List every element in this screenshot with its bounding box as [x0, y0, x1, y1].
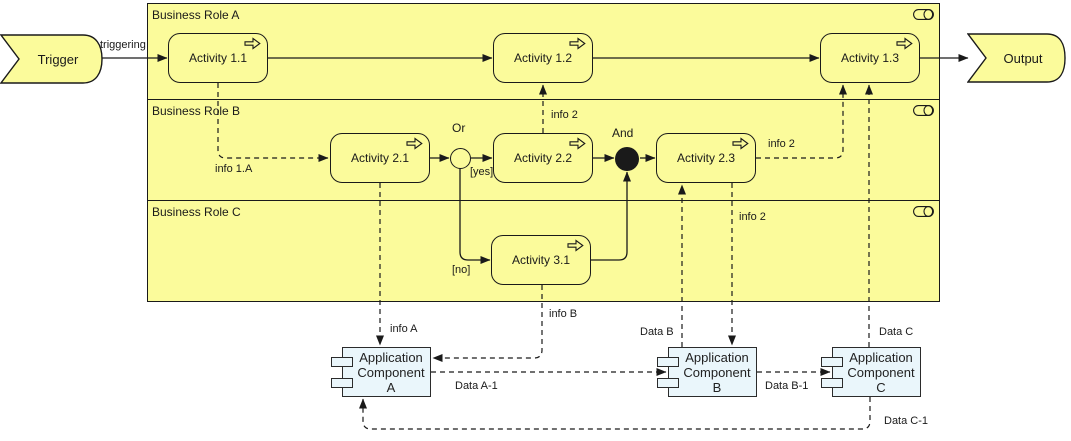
activity-label: Activity 2.3	[676, 151, 736, 165]
activity-label: Activity 1.3	[840, 51, 900, 65]
edge-label-data-c: Data C	[879, 326, 914, 338]
process-arrow-icon	[569, 37, 586, 50]
activity-node-3-1: Activity 3.1	[491, 235, 591, 285]
edge-label-info-2: info 2	[551, 109, 578, 121]
guard-no-label: [no]	[452, 264, 471, 276]
activity-label: Activity 3.1	[511, 253, 571, 267]
edge-info-1a	[217, 83, 329, 162]
activity-node-2-3: Activity 2.3	[656, 133, 756, 183]
or-junction-label: Or	[452, 121, 466, 135]
edge-label-data-c1: Data C-1	[884, 415, 929, 427]
component-label: Application Component B	[683, 349, 751, 395]
application-component-b: Application Component B	[657, 347, 757, 397]
lane-business-role-a: Business Role A	[148, 4, 939, 100]
component-port-icon	[657, 357, 679, 367]
lane-business-role-c: Business Role C	[148, 201, 939, 301]
output-node: Output	[967, 32, 1067, 84]
event-shape-icon	[0, 34, 103, 84]
component-port-icon	[331, 357, 353, 367]
business-role-icon	[913, 206, 934, 217]
guard-yes-label: [yes]	[470, 166, 494, 178]
activity-label: Activity 2.1	[350, 151, 410, 165]
flow-or-no-to-activity-3-1	[459, 168, 491, 264]
lane-title: Business Role C	[152, 205, 241, 219]
edge-label-data-a1: Data A-1	[455, 380, 498, 392]
component-label: Application Component A	[357, 349, 425, 395]
and-junction-label: And	[612, 126, 634, 140]
process-arrow-icon	[244, 37, 261, 50]
component-port-icon	[657, 378, 679, 388]
edge-label-info-b: info B	[549, 308, 578, 320]
output-label: Output	[1003, 50, 1043, 66]
application-component-a: Application Component A	[331, 347, 431, 397]
activity-node-1-1: Activity 1.1	[168, 33, 268, 83]
edge-label-data-b: Data B	[640, 326, 674, 338]
business-role-icon	[913, 9, 934, 20]
activity-label: Activity 2.2	[513, 151, 573, 165]
activity-node-1-2: Activity 1.2	[493, 33, 593, 83]
activity-node-1-3: Activity 1.3	[820, 33, 920, 83]
edge-data-c1	[359, 397, 871, 430]
edge-info-2-to-activity-1-3	[756, 84, 847, 159]
edge-label-info-1a: info 1.A	[215, 163, 253, 175]
lane-title: Business Role A	[152, 8, 240, 22]
trigger-label: Trigger	[37, 51, 79, 67]
application-component-c: Application Component C	[821, 347, 921, 397]
edge-label-data-b1: Data B-1	[765, 380, 809, 392]
activity-label: Activity 1.1	[188, 51, 248, 65]
process-arrow-icon	[732, 137, 749, 150]
edge-info-b	[432, 285, 543, 362]
activity-label: Activity 1.2	[513, 51, 573, 65]
activity-node-2-2: Activity 2.2	[493, 133, 593, 183]
event-shape-icon	[967, 33, 1066, 83]
flow-activity-3-1-to-and	[591, 171, 631, 261]
component-port-icon	[821, 357, 843, 367]
edge-label-info-a: info A	[390, 323, 418, 335]
trigger-node: Trigger	[0, 33, 104, 85]
and-junction	[615, 147, 639, 171]
edge-label-info-2: info 2	[768, 138, 795, 150]
component-label: Application Component C	[847, 349, 915, 395]
process-arrow-icon	[896, 37, 913, 50]
edge-label-triggering: triggering	[100, 39, 146, 51]
component-port-icon	[821, 378, 843, 388]
process-arrow-icon	[567, 239, 584, 252]
or-junction	[450, 148, 471, 169]
process-arrow-icon	[406, 137, 423, 150]
business-role-icon	[913, 105, 934, 116]
process-arrow-icon	[569, 137, 586, 150]
edge-label-info-2: info 2	[739, 211, 766, 223]
activity-node-2-1: Activity 2.1	[330, 133, 430, 183]
component-port-icon	[331, 378, 353, 388]
